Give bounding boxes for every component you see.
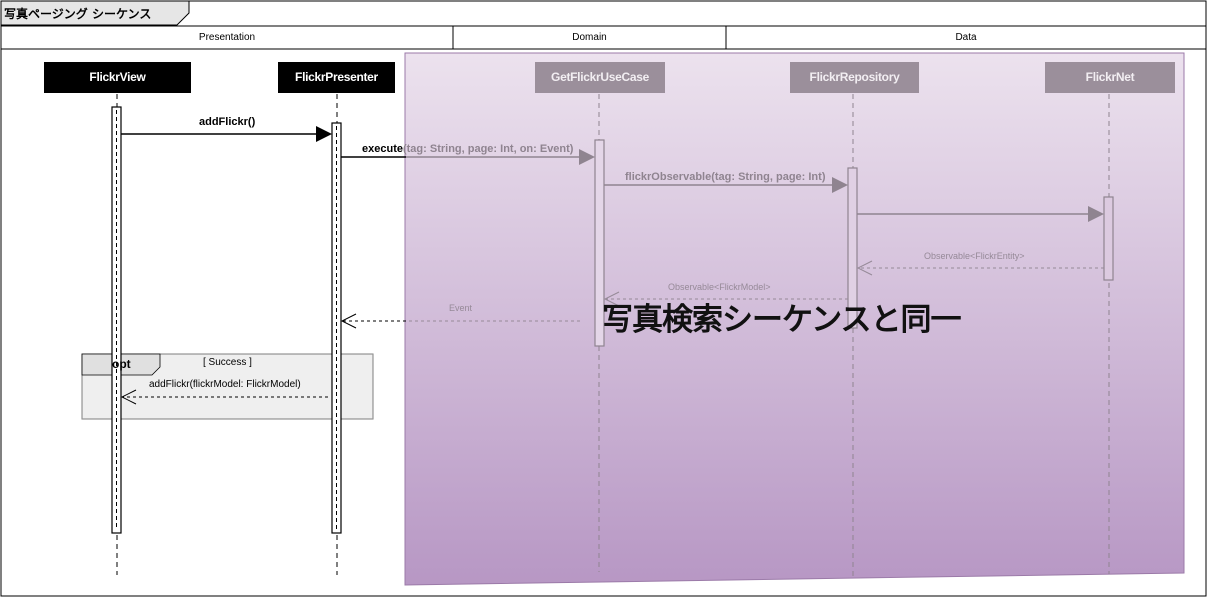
frame-title-tab	[0, 0, 190, 26]
lane-domain: Domain	[572, 32, 607, 43]
return-head-opt-add-flickr	[120, 389, 137, 405]
participant-flickrpresenter[interactable]: FlickrPresenter	[278, 62, 395, 93]
participant-flickrrepository[interactable]: FlickrRepository	[790, 62, 919, 93]
activation-flickrrepository	[847, 167, 858, 329]
message-execute-args: (tag: String, page: Int, on: Event)	[402, 143, 574, 155]
return-head-observable-model	[603, 291, 620, 307]
opt-message: addFlickr(flickrModel: FlickrModel)	[149, 379, 301, 390]
arrowhead-repo-to-net	[1088, 206, 1104, 222]
opt-fragment-inner	[81, 353, 374, 420]
message-execute-text: execute(tag: String, page: Int, on: Even…	[362, 143, 573, 155]
activation-getflickrusecase	[594, 139, 605, 347]
message-observable-entity: Observable<FlickrEntity>	[924, 251, 1025, 261]
arrowhead-execute	[579, 149, 595, 165]
message-flickr-observable: flickrObservable(tag: String, page: Int)	[625, 171, 826, 183]
participant-flickrview[interactable]: FlickrView	[44, 62, 191, 93]
opt-label: opt	[112, 357, 131, 371]
arrowhead-add-flickr	[316, 126, 332, 142]
opt-guard: [ Success ]	[203, 357, 252, 368]
return-head-event	[340, 313, 357, 329]
activation-flickrnet	[1103, 196, 1114, 281]
activation-flickrpresenter	[331, 122, 342, 534]
message-add-flickr: addFlickr()	[199, 116, 256, 128]
message-execute: execute(tag: String, page: Int, on: Even…	[362, 143, 573, 155]
overlay-note: 写真検索シーケンスと同一	[602, 302, 961, 338]
participant-flickrnet[interactable]: FlickrNet	[1045, 62, 1175, 93]
message-event: Event	[449, 303, 473, 313]
arrowhead-flickr-observable	[832, 177, 848, 193]
return-head-observable-entity	[856, 260, 873, 276]
participant-getflickrusecase[interactable]: GetFlickrUseCase	[535, 62, 665, 93]
lane-presentation: Presentation	[198, 32, 256, 43]
diagram-title: 写真ページング シーケンス	[4, 7, 152, 21]
message-execute-name: execute	[362, 143, 403, 155]
lane-data: Data	[955, 32, 977, 43]
message-observable-model: Observable<FlickrModel>	[668, 282, 771, 292]
